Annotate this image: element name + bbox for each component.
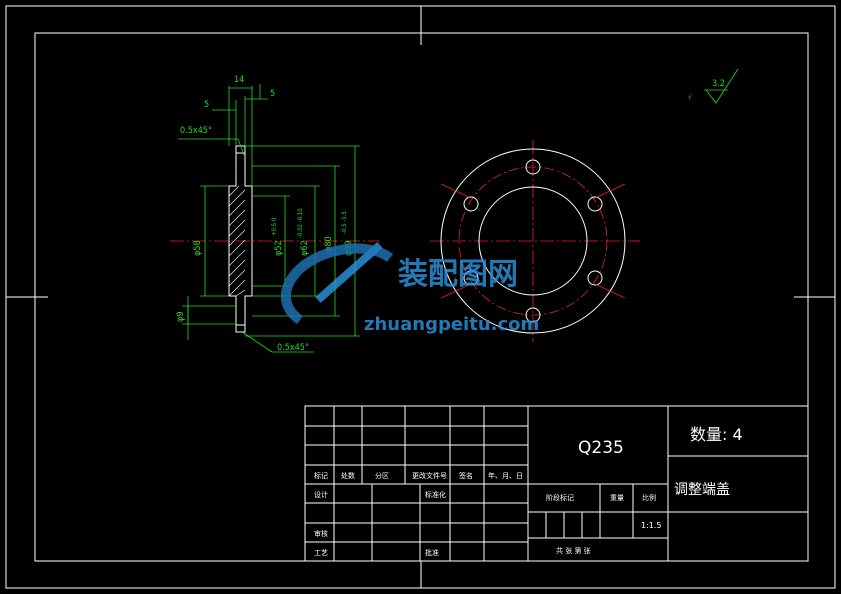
design-label: 设计 xyxy=(314,490,328,499)
scale-value: 1:1.5 xyxy=(641,521,662,530)
bolt-hole xyxy=(463,196,479,212)
left-diameter-dims xyxy=(182,185,236,340)
hole-centerlines xyxy=(440,183,626,299)
dim-62-tol: -0.02 -0.10 xyxy=(297,208,304,238)
header-sign: 签名 xyxy=(459,471,473,480)
sheet-label: 共 张 第 张 xyxy=(556,546,591,555)
dim-80: φ80 xyxy=(324,236,334,252)
header-date: 年、月、日 xyxy=(488,471,523,480)
part-name: 调整端盖 xyxy=(674,482,730,498)
bolt-hole xyxy=(525,159,541,175)
bolt-circle xyxy=(458,166,608,316)
bolt-hole xyxy=(587,270,603,286)
section-view: 14 5 5 0.5x45° φ58 φ9 xyxy=(170,75,380,353)
chamfer-bottom-label: 0.5x45° xyxy=(277,343,309,353)
dim-52: φ52 xyxy=(274,240,284,256)
front-view xyxy=(430,140,640,342)
bolt-holes xyxy=(463,159,603,323)
header-count: 处数 xyxy=(341,471,355,480)
watermark: 装配图网 zhuangpeitu.com xyxy=(280,242,539,335)
header-mark: 标记 xyxy=(314,471,328,480)
watermark-url: zhuangpeitu.com xyxy=(364,314,539,335)
watermark-brand: 装配图网 xyxy=(398,257,518,292)
scale-header: 比例 xyxy=(642,493,656,502)
header-zone: 分区 xyxy=(375,471,389,480)
weight-label: 重量 xyxy=(610,494,624,502)
material-label: Q235 xyxy=(578,438,624,458)
dim-9: φ9 xyxy=(176,312,186,323)
bolt-hole xyxy=(463,270,479,286)
process-label: 工艺 xyxy=(314,549,328,557)
outer-circle xyxy=(440,148,626,334)
standard-label: 标准化 xyxy=(425,490,446,499)
header-change-doc: 更改文件号 xyxy=(412,471,447,480)
dim-58: φ58 xyxy=(193,240,203,256)
dim-62: φ62 xyxy=(300,240,310,256)
chamfer-top-label: 0.5x45° xyxy=(180,126,212,136)
dim-14: 14 xyxy=(234,75,244,85)
roughness-symbol: 3.2 √ xyxy=(688,68,739,104)
dim-99-tol: -0.5 -1.5 xyxy=(341,211,348,234)
dim-5-right: 5 xyxy=(270,89,275,99)
roughness-other: √ xyxy=(688,93,693,101)
section-outline xyxy=(228,145,253,333)
quantity-label: 数量: 4 xyxy=(690,425,743,444)
title-block xyxy=(304,405,809,562)
inner-circle xyxy=(478,186,588,296)
dim-5-left: 5 xyxy=(204,100,209,110)
section-hatching xyxy=(228,185,246,297)
approve-label: 批准 xyxy=(425,548,439,557)
bolt-hole xyxy=(525,307,541,323)
dim-52-tol: +0.5 0 xyxy=(271,217,278,236)
width-dimensions xyxy=(178,84,268,186)
stage-mark-label: 阶段标记 xyxy=(546,493,574,502)
bolt-hole xyxy=(587,196,603,212)
roughness-value: 3.2 xyxy=(712,79,725,89)
review-label: 审核 xyxy=(314,529,328,538)
